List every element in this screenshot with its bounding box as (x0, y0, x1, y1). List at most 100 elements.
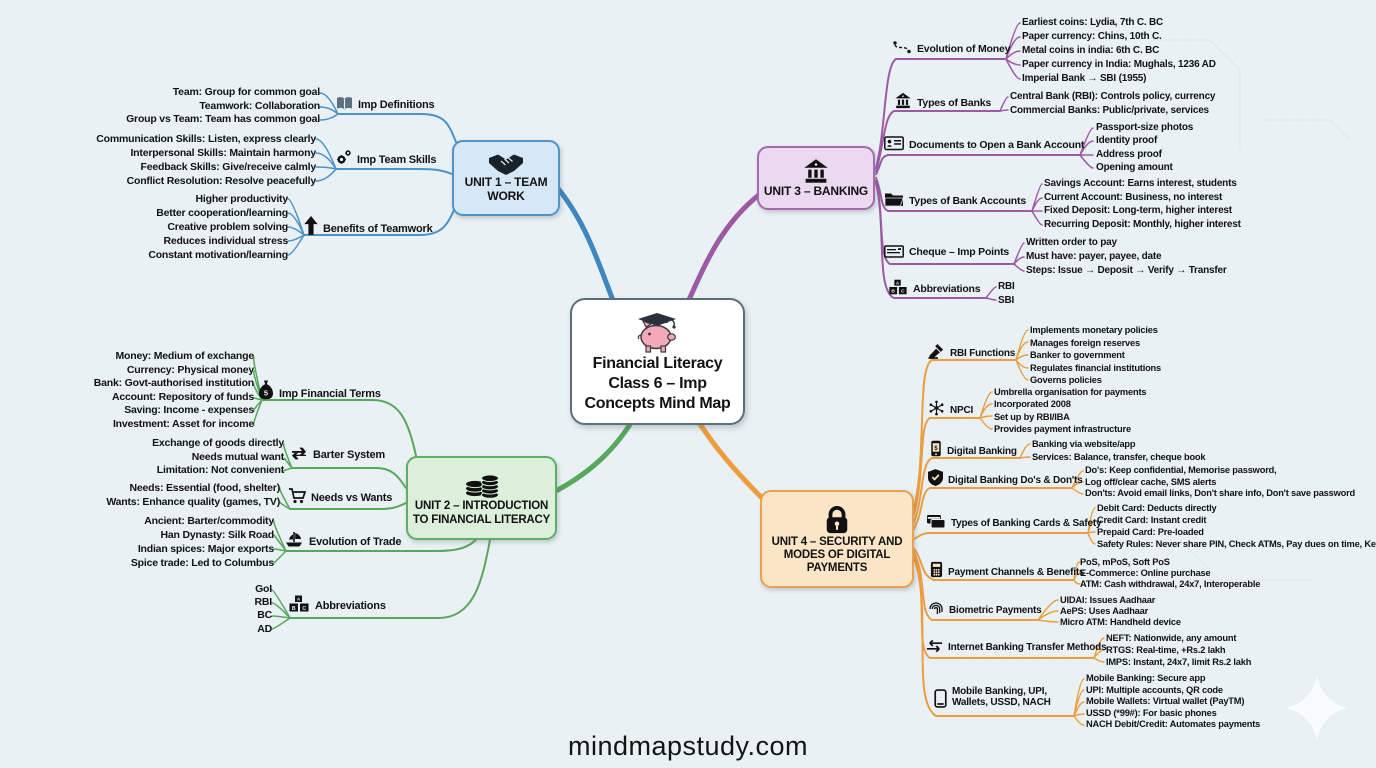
detail-line: Debit Card: Deducts directly (1097, 503, 1217, 513)
detail-line: Feedback Skills: Give/receive calmly (140, 161, 317, 173)
branch-abbreviations-unit3[interactable]: A B C Abbreviations (888, 279, 981, 295)
detail-line: IMPS: Instant, 24x7, limit Rs.2 lakh (1106, 657, 1252, 667)
branch-npci[interactable]: NPCI (928, 400, 973, 416)
unit4-node[interactable]: UNIT 4 – SECURITY AND MODES OF DIGITAL P… (760, 490, 914, 588)
unit1-title: UNIT 1 – TEAM WORK (464, 175, 551, 203)
branch-internet-banking-transfer[interactable]: Internet Banking Transfer Methods (926, 639, 1107, 653)
branch-payment-channels[interactable]: Payment Channels & Benefits (930, 561, 1085, 578)
branch-types-of-banks[interactable]: Types of Banks (894, 92, 991, 109)
detail-line: Banker to government (1030, 350, 1125, 361)
mobile-banking-icon: $ (930, 440, 942, 457)
branch-needs-vs-wants[interactable]: Needs vs Wants (288, 488, 392, 504)
branch-details: Do's: Keep confidential, Memorise passwo… (1085, 465, 1355, 500)
detail-line: Teamwork: Collaboration (199, 99, 320, 112)
branch-details: GoI RBI BC AD (122, 583, 273, 636)
unit4-title: UNIT 4 – SECURITY AND MODES OF DIGITAL P… (771, 535, 906, 574)
detail-line: Passport-size photos (1096, 122, 1194, 133)
branch-label: Biometric Payments (949, 605, 1042, 616)
detail-line: Money: Medium of exchange (115, 350, 254, 362)
central-topic-title: Financial Literacy Class 6 – Imp Concept… (584, 354, 731, 412)
branch-details: Mobile Banking: Secure app UPI: Multiple… (1086, 673, 1260, 731)
bank-icon (894, 92, 912, 109)
detail-line: Spice trade: Led to Columbus (130, 557, 274, 569)
branch-label: Internet Banking Transfer Methods (948, 642, 1107, 653)
detail-line: Recurring Deposit: Monthly, higher inter… (1044, 219, 1241, 231)
branch-details: Written order to pay Must have: payer, p… (1026, 236, 1227, 278)
transfer-arrows-icon (926, 639, 943, 653)
branch-imp-team-skills[interactable]: Imp Team Skills (334, 149, 437, 166)
central-topic-node[interactable]: Financial Literacy Class 6 – Imp Concept… (570, 298, 745, 425)
branch-evolution-of-money[interactable]: Evolution of Money (892, 40, 1010, 55)
id-card-icon (884, 136, 904, 151)
pos-terminal-icon (930, 561, 943, 578)
detail-line: Governs policies (1030, 375, 1102, 386)
unit3-node[interactable]: UNIT 3 – BANKING (757, 146, 875, 210)
network-icon (928, 400, 945, 416)
detail-line: Do's: Keep confidential, Memorise passwo… (1085, 465, 1277, 475)
branch-label: Mobile Banking, UPI, Wallets, USSD, NACH (952, 686, 1051, 708)
branch-label: Documents to Open a Bank Account (909, 139, 1085, 151)
detail-line: Team: Group for common goal (172, 86, 320, 98)
branch-evolution-of-trade[interactable]: Evolution of Trade (284, 531, 402, 548)
branch-imp-definitions[interactable]: Imp Definitions (336, 96, 435, 111)
branch-types-of-bank-accounts[interactable]: Types of Bank Accounts (884, 192, 1026, 207)
unit3-title: UNIT 3 – BANKING (763, 184, 869, 198)
timeline-icon (892, 40, 912, 55)
detail-line: Better cooperation/learning (156, 207, 288, 219)
detail-line: Fixed Deposit: Long-term, higher interes… (1044, 205, 1232, 217)
branch-label: Types of Bank Accounts (909, 195, 1026, 207)
branch-cheque-imp-points[interactable]: Cheque – Imp Points (884, 245, 1009, 258)
detail-line: Saving: Income - expenses (124, 404, 254, 417)
branch-details: Money: Medium of exchange Currency: Phys… (4, 350, 254, 432)
branch-details: NEFT: Nationwide, any amount RTGS: Real-… (1106, 632, 1251, 668)
sparkle-decoration (1286, 676, 1348, 740)
fingerprint-icon (928, 600, 944, 616)
branch-details: Exchange of goods directly Needs mutual … (34, 437, 284, 478)
detail-line: Metal coins in india: 6th C. BC (1022, 45, 1160, 56)
detail-line: Commercial Banks: Public/private, servic… (1010, 104, 1209, 116)
detail-line: Paper currency: Chins, 10th C. (1022, 31, 1162, 42)
branch-barter-system[interactable]: Barter System (290, 446, 385, 461)
shopping-cart-icon (288, 488, 306, 504)
branch-label: Imp Definitions (358, 99, 435, 111)
letter-blocks-icon: A B C (288, 595, 310, 612)
branch-rbi-functions[interactable]: RBI Functions (928, 343, 1015, 359)
branch-details: Ancient: Barter/commodity Han Dynasty: S… (24, 514, 274, 570)
detail-line: NEFT: Nationwide, any amount (1106, 633, 1237, 643)
detail-line: Banking via website/app (1032, 439, 1136, 449)
branch-digital-banking-dos-donts[interactable]: Digital Banking Do's & Don'ts (928, 469, 1083, 486)
detail-line: Incorporated 2008 (994, 399, 1071, 410)
branch-benefits-of-teamwork[interactable]: Benefits of Teamwork (304, 216, 433, 235)
up-arrow-icon (304, 216, 318, 235)
detail-line: Exchange of goods directly (152, 437, 284, 449)
detail-line: Manages foreign reserves (1030, 337, 1140, 348)
detail-line: Han Dynasty: Silk Road (160, 529, 275, 541)
branch-mobile-banking-upi[interactable]: Mobile Banking, UPI, Wallets, USSD, NACH (934, 686, 1072, 708)
branch-label: Types of Banks (917, 97, 992, 109)
detail-line: Opening amount (1096, 162, 1173, 174)
detail-line: Micro ATM: Handheld device (1060, 617, 1181, 627)
detail-line: Constant motivation/learning (148, 249, 288, 261)
detail-line: Provides payment infrastructure (994, 423, 1131, 434)
branch-types-of-banking-cards[interactable]: Types of Banking Cards & Safety (926, 514, 1102, 529)
book-icon (336, 96, 353, 111)
unit1-node[interactable]: UNIT 1 – TEAM WORK (452, 140, 560, 216)
detail-line: UPI: Multiple accounts, QR code (1086, 684, 1223, 695)
branch-abbreviations-unit2[interactable]: A B C Abbreviations (288, 595, 386, 612)
branch-label: Types of Banking Cards & Safety (951, 518, 1102, 529)
branch-documents-bank-account[interactable]: Documents to Open a Bank Account (884, 136, 1084, 151)
unit2-node[interactable]: UNIT 2 – INTRODUCTION TO FINANCIAL LITER… (406, 456, 557, 540)
gavel-icon (928, 343, 945, 359)
branch-digital-banking[interactable]: $ Digital Banking (930, 440, 1017, 457)
branch-details: Team: Group for common goal Teamwork: Co… (20, 86, 320, 127)
detail-line: AePS: Uses Aadhaar (1060, 606, 1149, 616)
detail-line: Central Bank (RBI): Controls policy, cur… (1010, 91, 1216, 102)
branch-details: Central Bank (RBI): Controls policy, cur… (1010, 90, 1216, 117)
svg-text:B: B (891, 289, 895, 295)
detail-line: Investment: Asset for income (112, 417, 254, 430)
unit2-title: UNIT 2 – INTRODUCTION TO FINANCIAL LITER… (412, 500, 552, 526)
branch-biometric-payments[interactable]: Biometric Payments (928, 600, 1042, 616)
branch-label: Needs vs Wants (311, 492, 393, 504)
branch-imp-financial-terms[interactable]: 5 Imp Financial Terms (258, 380, 381, 400)
ship-icon (284, 531, 304, 548)
